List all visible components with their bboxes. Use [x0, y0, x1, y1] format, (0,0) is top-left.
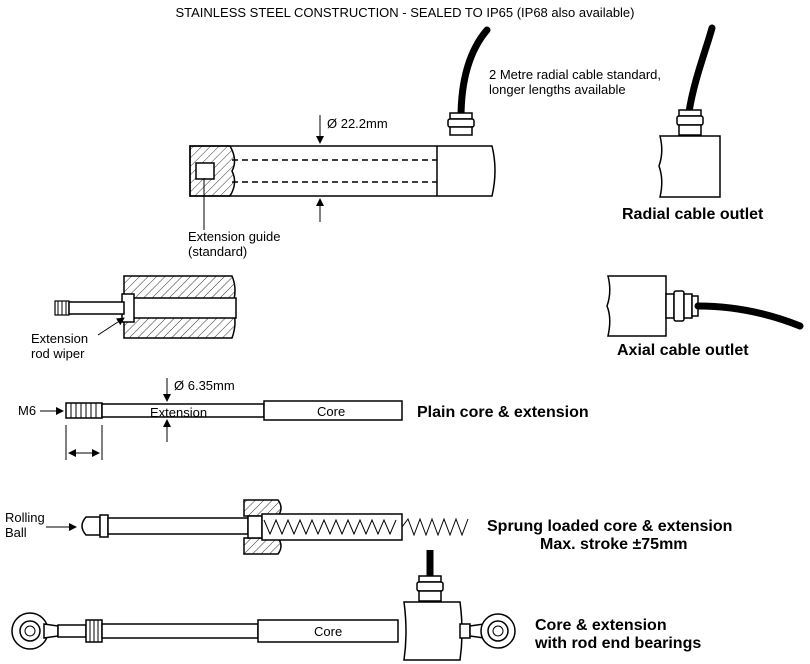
rod-diameter-label: Ø 6.35mm [174, 378, 235, 393]
extension-label: Extension [150, 405, 207, 420]
caption-plain: Plain core & extension [417, 404, 589, 421]
caption-axial: Axial cable outlet [617, 342, 749, 359]
svg-text:(standard): (standard) [188, 244, 247, 259]
caption-sprung: Sprung loaded core & extension [487, 518, 732, 535]
gland-body [449, 126, 473, 136]
gland-nut-top [449, 112, 473, 120]
cable-note: 2 Metre radial cable standard, [489, 67, 661, 82]
core-label: Core [317, 404, 345, 419]
thread-label: M6 [18, 403, 36, 418]
transducer-body: Ø 22.2mm Extension guide (standard) 2 Me… [188, 26, 661, 259]
caption-radial: Radial cable outlet [622, 206, 764, 223]
plain-core-extension: Extension Core M6 Ø 6.35mm Plain core & … [18, 378, 589, 460]
svg-text:rod wiper: rod wiper [31, 346, 85, 361]
wiper-detail: Extension rod wiper [31, 275, 237, 361]
svg-text:longer lengths available: longer lengths available [489, 82, 626, 97]
extension-guide-bore [195, 162, 215, 180]
radial-cable [457, 26, 491, 122]
gland-nut [447, 118, 475, 128]
rolling-ball-label: Rolling [5, 510, 45, 525]
extension-guide-label: Extension guide [188, 229, 281, 244]
svg-text:with rod end bearings: with rod end bearings [534, 635, 701, 652]
caption-rodend: Core & extension [535, 617, 667, 634]
radial-outlet-detail: Radial cable outlet [622, 24, 764, 223]
svg-text:Ball: Ball [5, 525, 27, 540]
axial-outlet-detail: Axial cable outlet [606, 275, 804, 359]
wiper-label: Extension [31, 331, 88, 346]
sprung-core-extension: Rolling Ball Sprung loaded core & extens… [5, 499, 732, 555]
header-title: STAINLESS STEEL CONSTRUCTION - SEALED TO… [175, 5, 634, 20]
body-diameter-label: Ø 22.2mm [327, 116, 388, 131]
body-tube [189, 145, 496, 197]
rod-end-core-label: Core [314, 624, 342, 639]
rod-end-core-extension: Core Core & extension with rod end beari… [11, 550, 701, 661]
svg-text:Max. stroke ±75mm: Max. stroke ±75mm [540, 536, 688, 553]
